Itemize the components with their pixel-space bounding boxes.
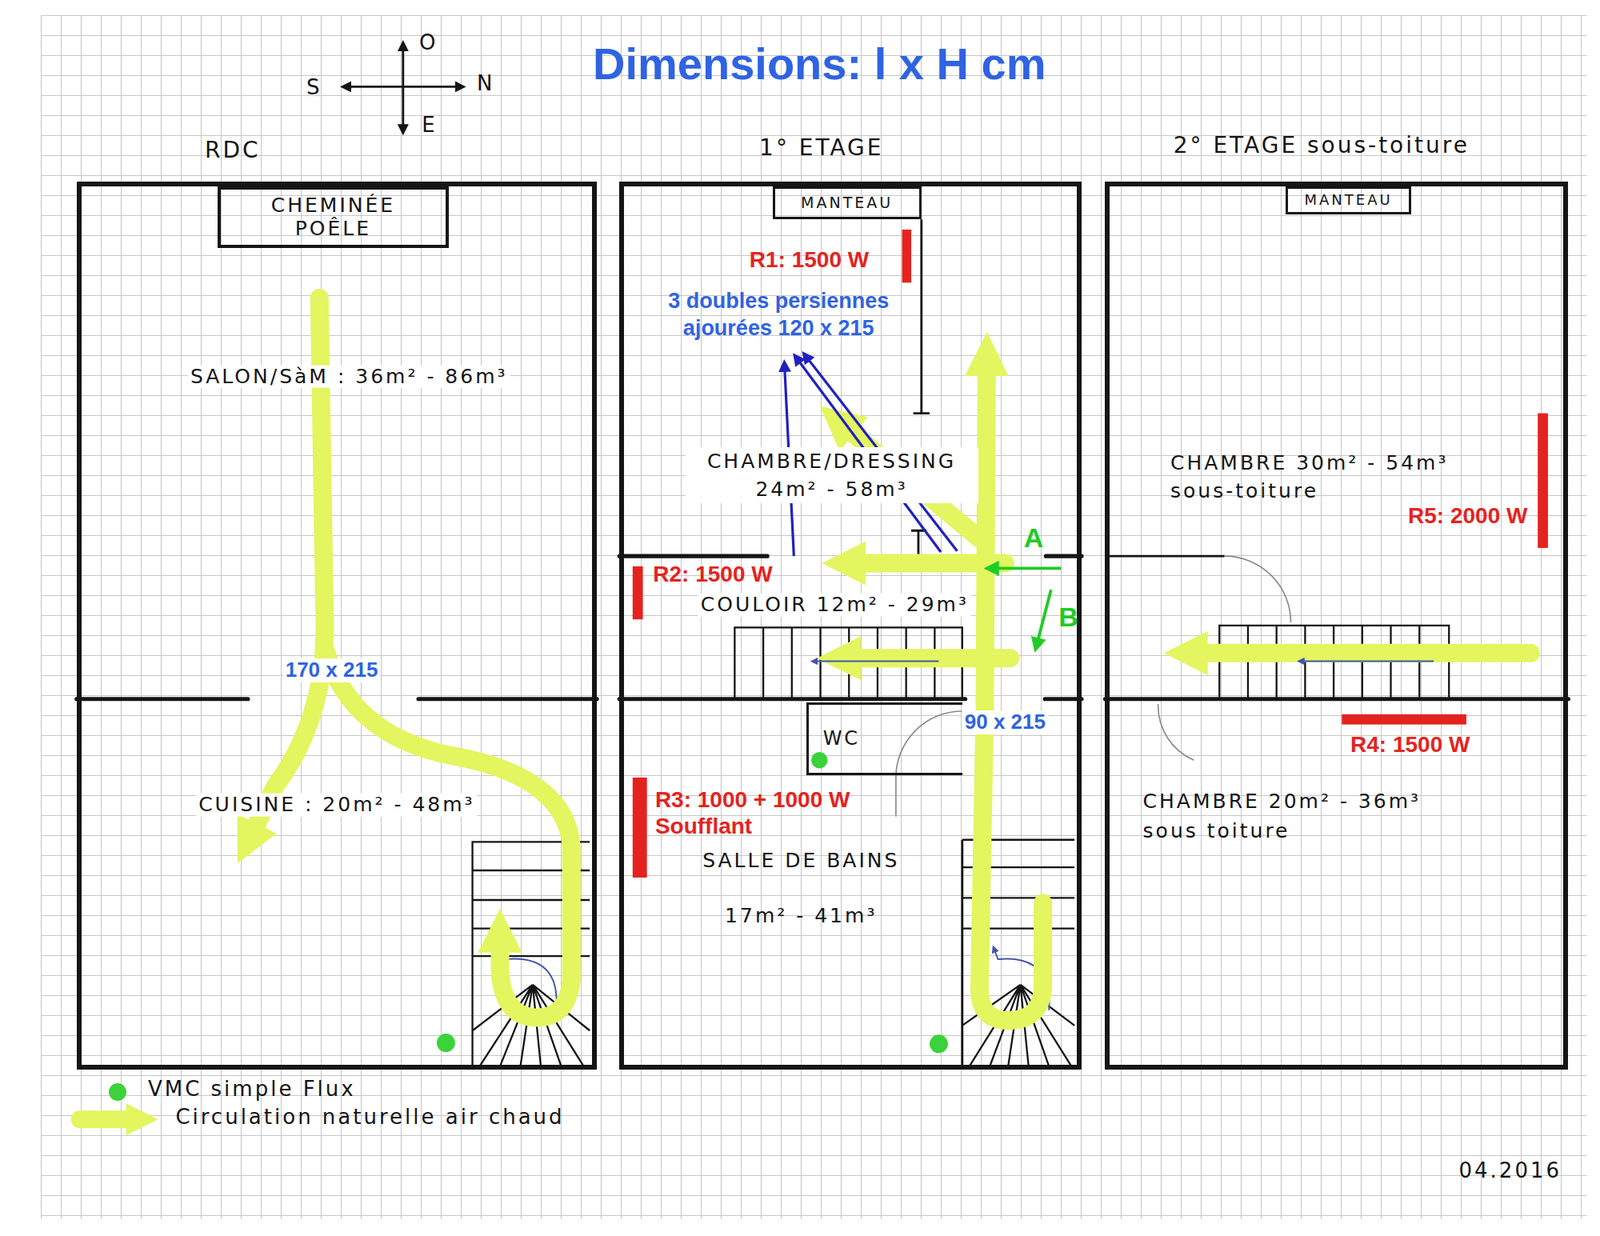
room-label: CHAMBRE 20m² - 36m³ sous toiture — [1143, 787, 1464, 846]
heater-label: R4: 1500 W — [1350, 732, 1470, 758]
door-dimension: 90 x 215 — [962, 710, 1048, 735]
mantel-box: MANTEAU — [1285, 186, 1412, 214]
warm-air-arrow — [856, 554, 1005, 573]
warm-air-arrow — [979, 367, 1043, 1020]
airflow-letter: B — [1058, 601, 1079, 633]
airflow-arrow — [996, 567, 1062, 571]
legend-arrow-shaft — [80, 1110, 130, 1128]
stair-direction-arrow — [816, 660, 939, 663]
compass-letter: N — [476, 72, 495, 96]
floor-heading: 1° ETAGE — [759, 135, 884, 161]
legend-text: VMC simple Flux — [148, 1077, 356, 1102]
vmc-dot — [436, 1033, 456, 1052]
heater-bar — [902, 229, 912, 283]
legend-arrow-head — [126, 1103, 159, 1136]
heater-label: R3: 1000 + 1000 W Soufflant — [655, 786, 896, 840]
heater-label: R2: 1500 W — [652, 561, 772, 588]
heater-bar — [1341, 714, 1467, 725]
mantel-label: MANTEAU — [1304, 192, 1392, 209]
fireplace-label: CHEMINÉE POÊLE — [252, 194, 413, 241]
compass-arrow — [401, 48, 404, 87]
stair-direction-arrow — [1303, 660, 1434, 663]
room-label: CHAMBRE/DRESSING 24m² - 58m³ — [685, 447, 979, 504]
vmc-dot — [929, 1034, 948, 1053]
mantel-box: MANTEAU — [772, 186, 922, 220]
floor-plan-frame: RDCCHEMINÉE POÊLE — [76, 181, 598, 1070]
diagram-title: Dimensions: l x H cm — [592, 37, 1046, 90]
room-label: SALON/SàM : 36m² - 86m³ — [188, 364, 511, 388]
airflow-letter: A — [1024, 523, 1044, 555]
vmc-dot — [811, 752, 828, 768]
warm-air-arrow — [1199, 644, 1532, 663]
date-note: 04.2016 — [1458, 1159, 1562, 1184]
heater-bar — [632, 777, 648, 878]
shutter-note: 3 doubles persiennes ajourées 120 x 215 — [626, 288, 931, 343]
wc-label: WC — [823, 728, 861, 751]
drawing-group — [76, 48, 1569, 1067]
compass-arrow — [403, 85, 458, 88]
door-dimension: 170 x 215 — [283, 658, 381, 683]
heater-bar — [632, 566, 644, 620]
wc-box: WC — [806, 702, 963, 776]
floor-heading: 2° ETAGE sous-toiture — [1173, 132, 1470, 159]
compass-letter: O — [419, 31, 438, 56]
mantel-label: MANTEAU — [800, 194, 893, 212]
compass-letter: E — [421, 113, 437, 138]
warm-air-arrow — [326, 652, 572, 1018]
room-label: CUISINE : 20m² - 48m³ — [196, 793, 477, 817]
room-label: CHAMBRE 30m² - 54m³ sous-toiture — [1170, 448, 1491, 505]
floor-plan-frame: 1° ETAGEMANTEAUWC — [619, 181, 1082, 1070]
airflow-arrow — [1037, 589, 1052, 641]
legend-swatch — [108, 1083, 127, 1101]
compass-letter: S — [306, 76, 323, 100]
heater-label: R5: 2000 W — [1408, 503, 1528, 529]
wall-thin — [869, 219, 1225, 1067]
legend-text: Circulation naturelle air chaud — [175, 1105, 564, 1130]
heater-bar — [1537, 413, 1548, 548]
warm-air-arrow — [852, 648, 1011, 668]
floor-heading: RDC — [204, 136, 261, 163]
compass-arrow — [401, 86, 404, 127]
heater-label: R1: 1500 W — [749, 247, 869, 273]
floor-plan-frame: 2° ETAGE sous-toitureMANTEAU — [1104, 181, 1568, 1070]
room-label: COULOIR 12m² - 29m³ — [698, 593, 972, 617]
fireplace-stove-box: CHEMINÉE POÊLE — [217, 186, 450, 248]
room-label: SALLE DE BAINS 17m² - 41m³ — [680, 832, 921, 944]
compass-arrow — [348, 85, 404, 88]
